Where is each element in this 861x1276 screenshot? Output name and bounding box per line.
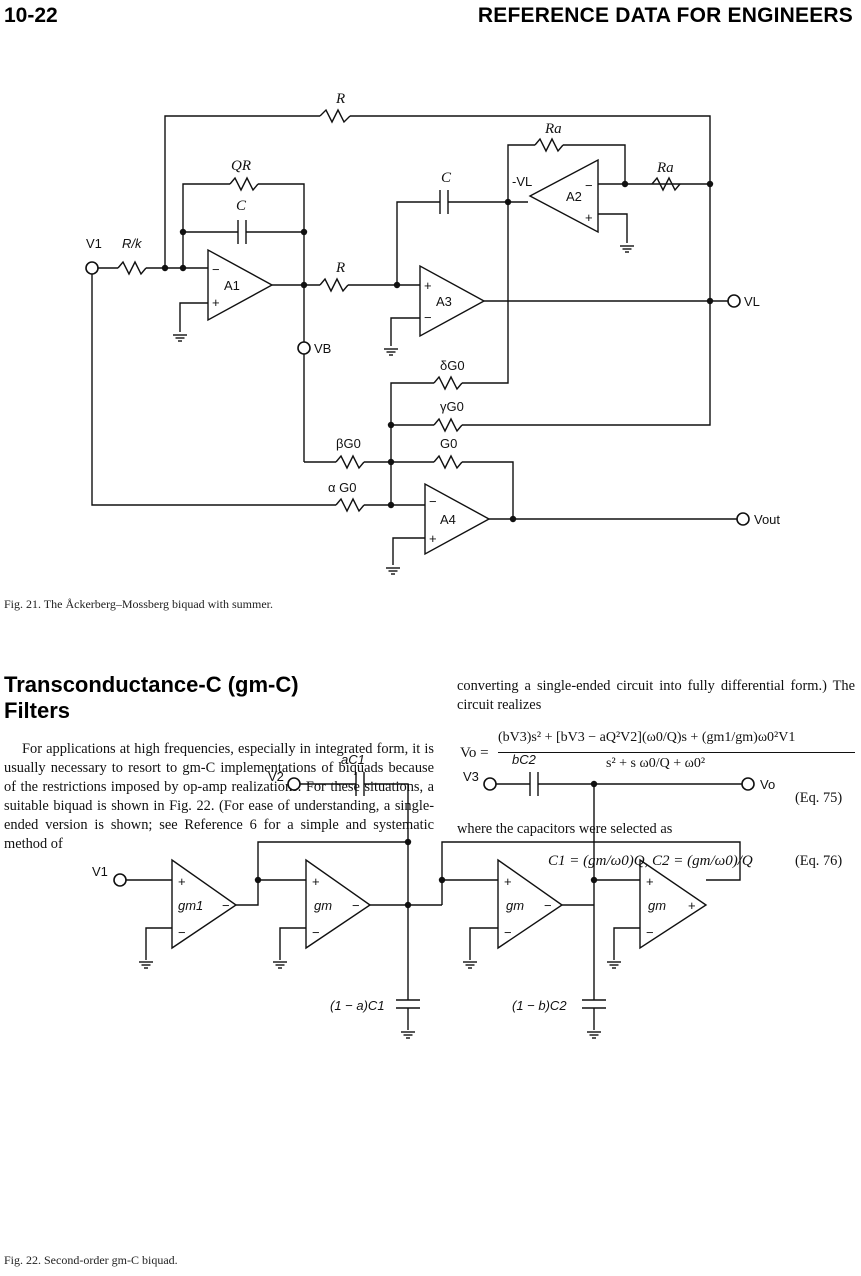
svg-text:+: + bbox=[688, 898, 696, 913]
gm-amplifier-c bbox=[639, 858, 708, 950]
label-qr: QR bbox=[231, 158, 251, 174]
label-c-a1: C bbox=[236, 198, 247, 214]
resistor-r-over-k bbox=[117, 260, 147, 276]
fig22-caption: Fig. 22. Second-order gm-C biquad. bbox=[4, 1253, 178, 1267]
label-cap1: (1 − a)C1 bbox=[330, 998, 385, 1013]
svg-text:−: − bbox=[312, 925, 320, 940]
body-paragraph-left: For applications at high frequencies, es… bbox=[4, 741, 434, 852]
v1-terminal-fig22 bbox=[113, 873, 127, 887]
eq75-denominator: s² + s ω0/Q + ω0² bbox=[606, 756, 706, 771]
label-delta-g0: δG0 bbox=[440, 358, 465, 373]
fig21-caption: Fig. 21. The Åckerberg–Mossberg biquad w… bbox=[4, 597, 273, 611]
label-v2: V2 bbox=[268, 769, 284, 784]
label-gm-a: gm bbox=[314, 898, 332, 913]
eq76: C1 = (gm/ω0)Q, C2 = (gm/ω0)/Q bbox=[548, 853, 753, 869]
resistor-beta-g0 bbox=[335, 454, 365, 470]
eq76-number: (Eq. 76) bbox=[795, 853, 843, 869]
svg-text:−: − bbox=[178, 925, 186, 940]
svg-text:+: + bbox=[585, 210, 593, 225]
label-cap2: (1 − b)C2 bbox=[512, 998, 567, 1013]
svg-text:+: + bbox=[312, 874, 320, 889]
running-head: REFERENCE DATA FOR ENGINEERS bbox=[477, 4, 853, 27]
label-a3: A3 bbox=[436, 294, 452, 309]
label-bc2: bC2 bbox=[512, 752, 537, 767]
svg-text:+: + bbox=[646, 874, 654, 889]
eq75-lhs: Vo = bbox=[460, 745, 489, 761]
resistor-g0 bbox=[433, 454, 463, 470]
eq75-numerator: (bV3)s² + [bV3 − aQ²V2](ω0/Q)s + (gm1/gm… bbox=[498, 730, 796, 745]
svg-text:−: − bbox=[352, 898, 360, 913]
svg-text:−: − bbox=[585, 178, 593, 193]
v3-terminal bbox=[483, 777, 497, 791]
eq75-fraction-bar bbox=[498, 752, 855, 753]
resistor-alpha-g0 bbox=[335, 497, 365, 513]
body-paragraph-right: converting a single-ended circuit into f… bbox=[457, 678, 855, 713]
label-vl: VL bbox=[744, 294, 760, 309]
label-gm1: gm1 bbox=[178, 898, 203, 913]
label-vb: VB bbox=[314, 341, 331, 356]
svg-text:+: + bbox=[504, 874, 512, 889]
fig21-schematic: R Ra Ra QR C C -VL A2 − + V1 R/k A1 − + … bbox=[85, 91, 780, 575]
label-g0: G0 bbox=[440, 436, 457, 451]
label-r-top: R bbox=[335, 91, 345, 107]
label-gm-b: gm bbox=[506, 898, 524, 913]
resistor-qr bbox=[229, 176, 259, 192]
resistor-gamma-g0 bbox=[433, 417, 463, 433]
label-vout: Vout bbox=[754, 512, 780, 527]
resistor-r-top bbox=[319, 108, 351, 124]
section-title: Transconductance-C (gm-C)Filters bbox=[4, 672, 299, 723]
gm1-amplifier bbox=[171, 858, 238, 950]
label-ra-right: Ra bbox=[656, 160, 674, 176]
label-gm-c: gm bbox=[648, 898, 666, 913]
label-gamma-g0: γG0 bbox=[440, 399, 464, 414]
svg-text:−: − bbox=[424, 310, 432, 325]
resistor-r-mid bbox=[319, 277, 349, 293]
label-neg-vl: -VL bbox=[512, 174, 532, 189]
svg-text:−: − bbox=[212, 262, 220, 277]
svg-text:+: + bbox=[429, 531, 437, 546]
label-ac1: aC1 bbox=[341, 752, 365, 767]
label-c-a3: C bbox=[441, 170, 452, 186]
opamp-a1 bbox=[207, 248, 274, 322]
label-alpha-g0: α G0 bbox=[328, 480, 356, 495]
label-v1-fig22: V1 bbox=[92, 864, 108, 879]
label-v1: V1 bbox=[86, 236, 102, 251]
svg-text:−: − bbox=[222, 898, 230, 913]
svg-text:+: + bbox=[212, 295, 220, 310]
vl-terminal bbox=[727, 294, 741, 308]
page-number: 10-22 bbox=[4, 4, 58, 27]
svg-text:+: + bbox=[424, 278, 432, 293]
resistor-ra-right bbox=[651, 176, 681, 192]
label-vo: Vo bbox=[760, 777, 775, 792]
label-ra-top: Ra bbox=[544, 121, 562, 137]
label-a4: A4 bbox=[440, 512, 456, 527]
body-where: where the capacitors were selected as bbox=[457, 821, 673, 837]
vout-terminal bbox=[736, 512, 750, 526]
svg-text:−: − bbox=[429, 494, 437, 509]
gm-amplifier-b bbox=[497, 858, 564, 950]
opamp-a2 bbox=[528, 158, 599, 234]
label-a2: A2 bbox=[566, 189, 582, 204]
resistor-delta-g0 bbox=[433, 375, 463, 391]
label-v3: V3 bbox=[463, 769, 479, 784]
svg-text:−: − bbox=[646, 925, 654, 940]
vo-terminal bbox=[741, 777, 755, 791]
eq75-number: (Eq. 75) bbox=[795, 790, 843, 806]
label-r-mid: R bbox=[335, 260, 345, 276]
label-a1: A1 bbox=[224, 278, 240, 293]
opamp-a4 bbox=[424, 482, 491, 556]
label-r-over-k: R/k bbox=[122, 236, 143, 251]
resistor-ra-top bbox=[534, 137, 564, 153]
svg-text:−: − bbox=[544, 898, 552, 913]
svg-text:−: − bbox=[504, 925, 512, 940]
v2-terminal bbox=[287, 777, 301, 791]
opamp-a3 bbox=[419, 264, 486, 338]
label-beta-g0: βG0 bbox=[336, 436, 361, 451]
gm-amplifier-a bbox=[305, 858, 372, 950]
svg-text:+: + bbox=[178, 874, 186, 889]
